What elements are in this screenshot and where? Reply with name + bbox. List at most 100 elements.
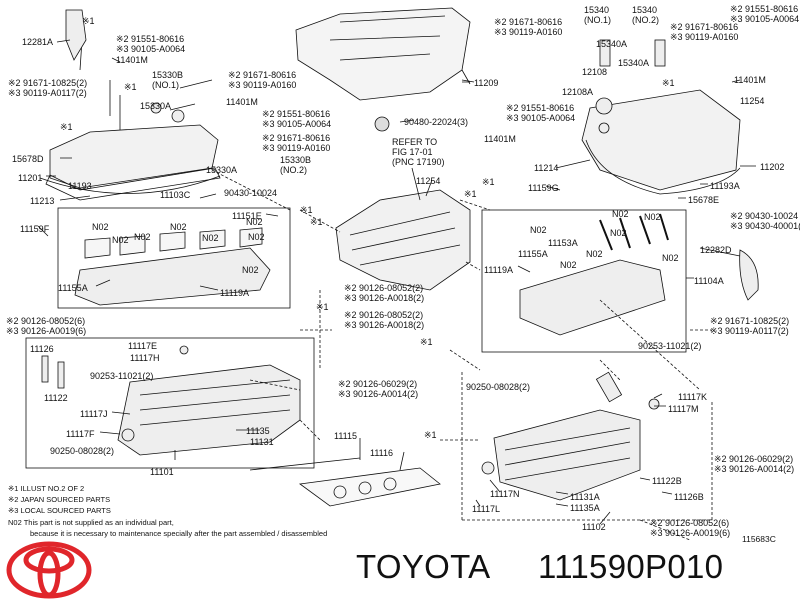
- callout-11117j: 11117J: [80, 409, 108, 419]
- callout-11115: 11115: [334, 431, 358, 441]
- callout-11135: 11135: [246, 426, 270, 436]
- callout-l91671e: ※2 91671-80616 ※3 90119-A0160: [670, 22, 739, 42]
- callout-n02h: N02: [612, 209, 629, 219]
- callout-15340ab: 15340A: [618, 58, 650, 68]
- callout-n02j: N02: [530, 225, 547, 235]
- callout-11117l: 11117L: [472, 504, 501, 514]
- callout-l90430a: 90430-10024: [224, 188, 278, 198]
- callout-11401md: 11401M: [484, 134, 516, 144]
- callout-l90253a: 90253-11021(2): [90, 371, 154, 381]
- figure-code: 115683C: [742, 534, 776, 544]
- callout-n02i: N02: [644, 212, 661, 222]
- callout-n02k: N02: [610, 228, 627, 238]
- callout-c9: ※1: [482, 177, 495, 187]
- intake-manifold: [335, 189, 471, 291]
- callout-11122b: 11122B: [652, 476, 682, 486]
- callout-11126: 11126: [30, 344, 54, 354]
- callout-12108a: 12108: [582, 67, 608, 77]
- callout-11117k: 11117K: [678, 392, 708, 402]
- right-cylinder-head: [493, 409, 641, 501]
- callout-11104a: 11104A: [694, 276, 724, 286]
- callout-c3: ※1: [60, 122, 73, 132]
- left-gasket: [39, 175, 221, 194]
- callout-15340_2: 15340 (NO.2): [632, 5, 659, 25]
- callout-l91551c: ※2 91551-80616 ※3 90105-A0064: [730, 4, 800, 24]
- callout-l91671a: ※2 91671-80616 ※3 90119-A0160: [228, 70, 297, 90]
- right-valve-cover: [581, 89, 741, 191]
- callout-11131a: 11131A: [570, 492, 600, 502]
- callout-11159f: 11159F: [20, 224, 50, 234]
- legend-leg3: ※3 LOCAL SOURCED PARTS: [8, 506, 111, 515]
- right-gasket: [585, 139, 741, 195]
- callout-11254b: 11254: [740, 96, 765, 106]
- legend-leg5: because it is necessary to maintenance s…: [30, 529, 328, 538]
- callout-c11: ※1: [420, 337, 433, 347]
- callout-l90250a: 90250-08028(2): [50, 446, 115, 456]
- callout-11201: 11201: [18, 173, 43, 183]
- callout-c7: ※1: [424, 430, 437, 440]
- callout-c8: ※1: [662, 78, 675, 88]
- callout-11202: 11202: [760, 162, 785, 172]
- callout-n02e: N02: [202, 233, 219, 243]
- callout-refer: REFER TO FIG 17-01 (PNC 17190): [392, 137, 445, 167]
- engine-cover: [295, 7, 471, 101]
- callout-11401mc: 11401M: [734, 75, 766, 85]
- callout-15678da: 15678D: [12, 154, 44, 164]
- callout-11214: 11214: [534, 163, 559, 173]
- callout-11119ab: 11119A: [484, 265, 514, 275]
- callout-l90430b: ※2 90430-10024 ※3 90430-40001(2): [730, 211, 800, 231]
- callout-l90126e: ※2 90126-06029(2) ※3 90126-A0014(2): [714, 454, 795, 474]
- callout-11193a: 11193A: [710, 181, 740, 191]
- callout-l91551b: ※2 91551-80616 ※3 90105-A0064: [262, 109, 332, 129]
- left-head-box: [25, 337, 315, 469]
- callout-l90253b: 90253-11021(2): [638, 341, 702, 351]
- callout-11135a: 11135A: [570, 503, 600, 513]
- callout-11159g: 11159G: [528, 183, 559, 193]
- callout-11254a: 11254: [416, 176, 441, 186]
- callout-15330ab: 15330A: [206, 165, 238, 175]
- callout-11131: 11131: [250, 437, 274, 447]
- callout-11126b: 11126B: [674, 492, 704, 502]
- callout-11117h: 11117H: [130, 353, 160, 363]
- callout-15330b1: 15330B (NO.1): [152, 70, 184, 90]
- callout-11117n: 11117N: [490, 489, 520, 499]
- callout-l91551a: ※2 91551-80616 ※3 90105-A0064: [116, 34, 186, 54]
- callout-l91671c: ※2 91671-80616 ※3 90119-A0160: [262, 133, 331, 153]
- callout-n02m: N02: [662, 253, 679, 263]
- callout-l91671f: ※2 91671-10825(2) ※3 90119-A0117(2): [710, 316, 790, 336]
- callout-11193: 11193: [68, 181, 92, 191]
- callout-15340_1: 15340 (NO.1): [584, 5, 611, 25]
- callout-11119aa: 11119A: [220, 288, 250, 298]
- legend-leg1: ※1 ILLUST NO.2 OF 2: [8, 484, 85, 493]
- right-head-box: [461, 372, 713, 521]
- callout-n02b: N02: [112, 235, 129, 245]
- callout-12282d: 12282D: [700, 245, 732, 255]
- callout-c10: ※1: [464, 189, 477, 199]
- callout-11151e: 11151E: [232, 211, 262, 221]
- callout-11401ma: 11401M: [116, 55, 148, 65]
- callout-c2: ※1: [124, 82, 137, 92]
- brand-name: TOYOTA: [356, 548, 491, 585]
- callout-l90126b: ※2 90126-08052(2) ※3 90126-A0018(2): [344, 310, 425, 330]
- callout-n02a: N02: [92, 222, 109, 232]
- callout-l90126a: ※2 90126-08052(6) ※3 90126-A0019(6): [6, 316, 87, 336]
- callout-11117f: 11117F: [66, 429, 95, 439]
- callout-15330aa: 15330A: [140, 101, 172, 111]
- callout-c5: ※1: [310, 217, 323, 227]
- callout-11101: 11101: [150, 467, 174, 477]
- callout-11103c: 11103C: [160, 190, 191, 200]
- left-camshaft-box: [57, 207, 291, 309]
- callout-11102: 11102: [582, 522, 606, 532]
- callout-l90480: 90480-22024(3): [404, 117, 469, 127]
- callout-11209: 11209: [474, 78, 499, 88]
- callout-l90250b: 90250-08028(2): [466, 382, 531, 392]
- legend-leg2: ※2 JAPAN SOURCED PARTS: [8, 495, 111, 504]
- callout-n02n: N02: [560, 260, 577, 270]
- head-gasket: [298, 467, 441, 507]
- left-valve-cover: [49, 124, 219, 189]
- callout-l91671d: ※2 91671-80616 ※3 90119-A0160: [494, 17, 563, 37]
- callout-11155ab: 11155A: [518, 249, 548, 259]
- part-number: 111590P010: [538, 548, 724, 585]
